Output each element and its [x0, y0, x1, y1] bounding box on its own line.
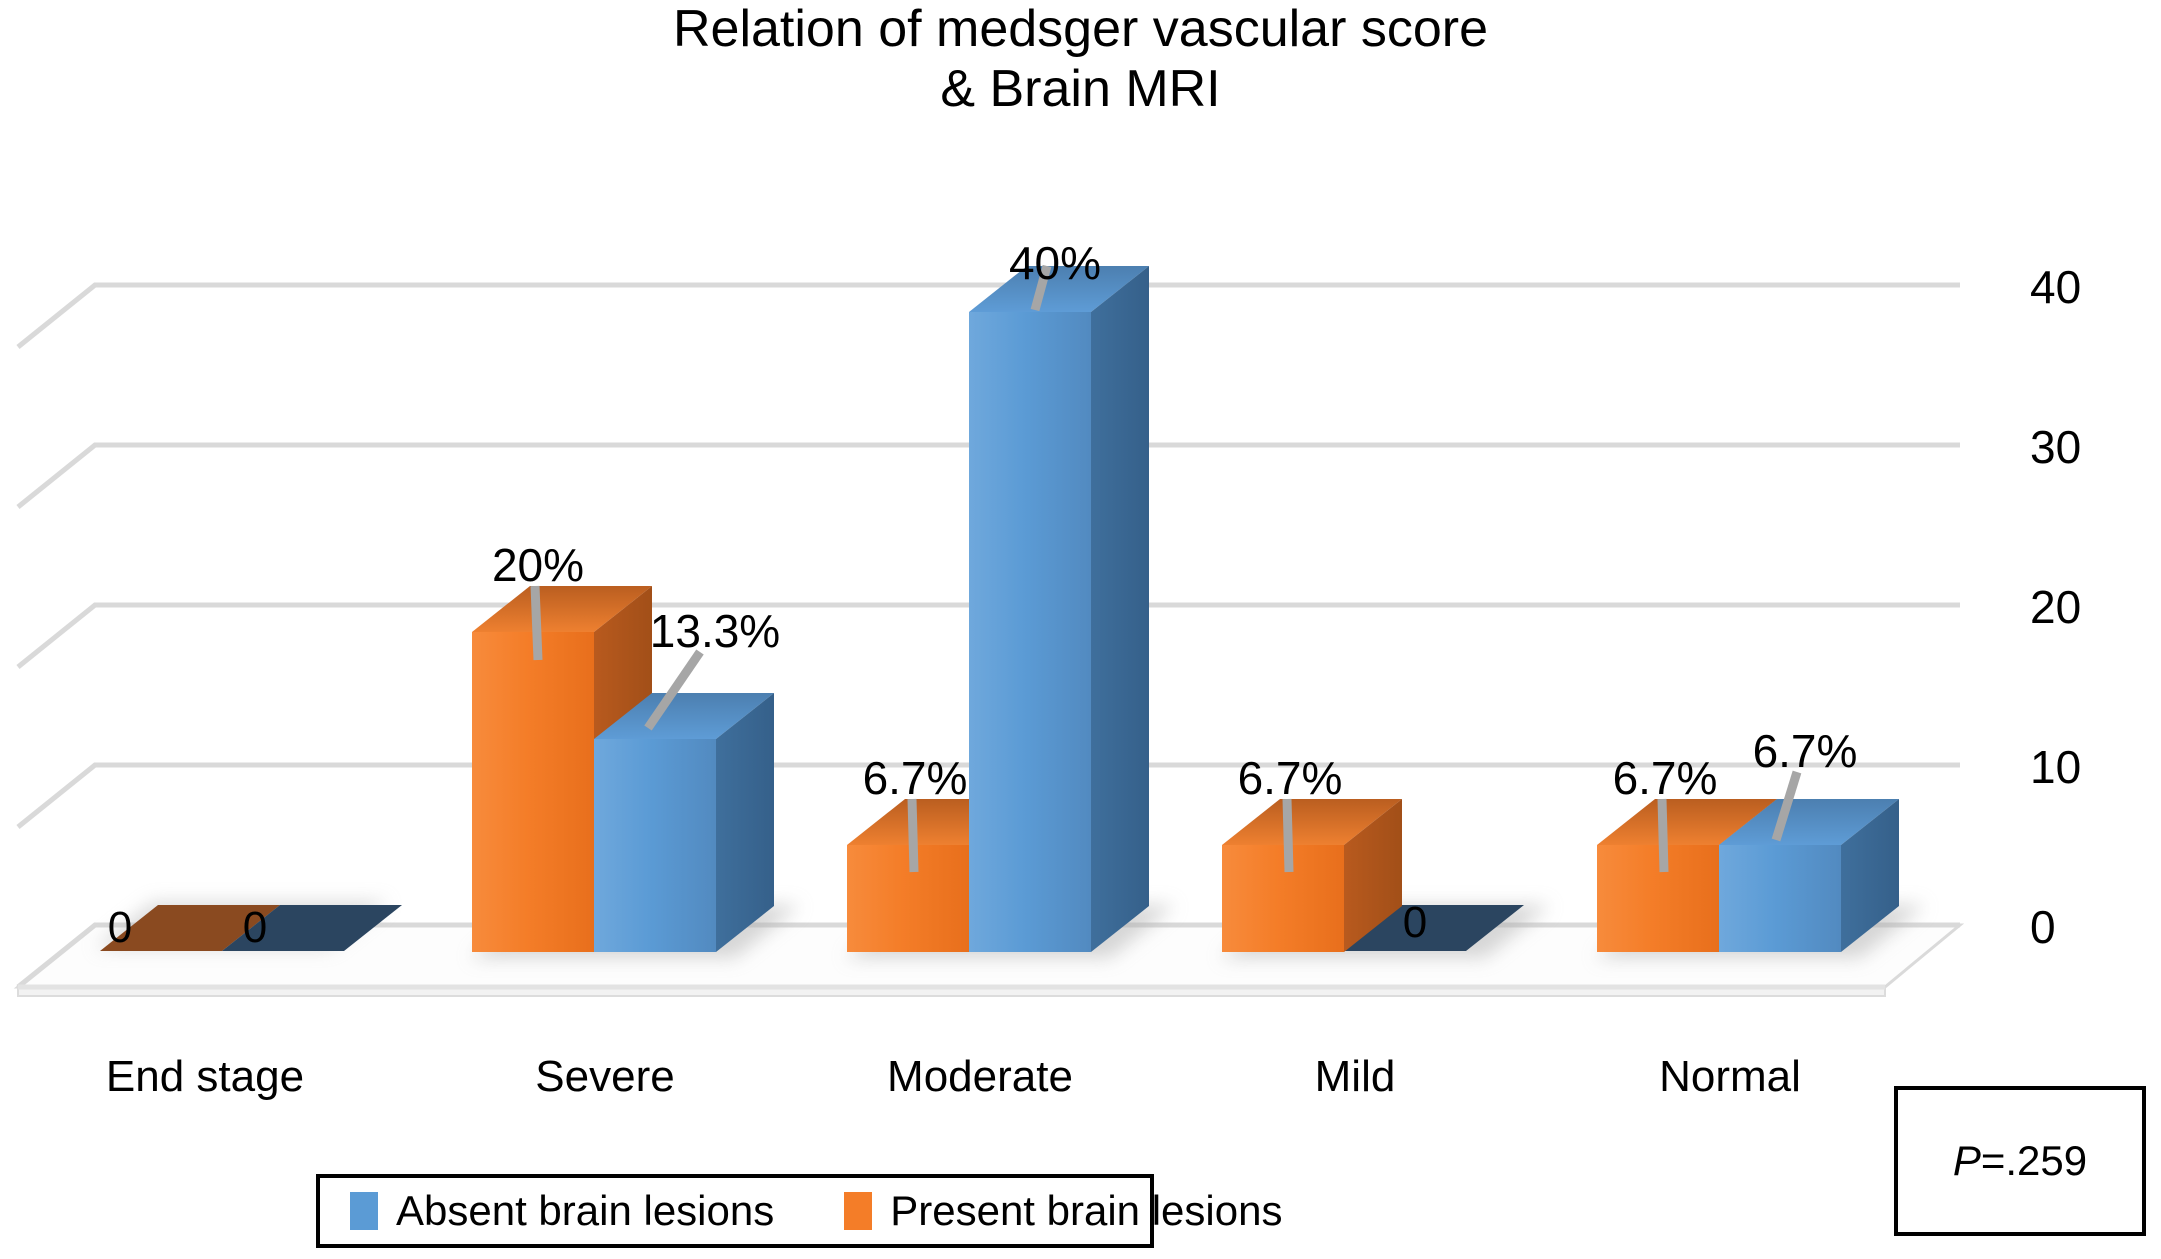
- chart-title: Relation of medsger vascular score & Bra…: [0, 0, 2161, 118]
- leader-line: [644, 649, 704, 731]
- bar-mild-absent-zero: [1344, 905, 1524, 951]
- bar-top-face: [472, 586, 652, 632]
- bar-side-face: [1344, 799, 1402, 952]
- leader-line: [1282, 798, 1294, 873]
- data-label-normal-present: 6.7%: [1612, 752, 1718, 804]
- data-label-moderate-present: 6.7%: [862, 752, 968, 804]
- data-label-mild-present: 6.7%: [1237, 752, 1343, 804]
- bar-moderate-absent: [969, 266, 1149, 952]
- gridline-20: [16, 602, 1960, 669]
- bar-front-face: [847, 845, 969, 952]
- bar-top-face: [1719, 799, 1899, 845]
- bar-group-mild: [1220, 798, 1550, 958]
- data-label-severe-absent: 13.3%: [649, 605, 781, 657]
- bar-top-face: [969, 266, 1149, 312]
- bar-group-normal: [1595, 770, 1925, 958]
- bar-front-face: [1719, 845, 1841, 952]
- x-label-normal: Normal: [1659, 1052, 1801, 1101]
- bar-front-face: [969, 312, 1091, 952]
- gridline-10: [16, 762, 1960, 829]
- bar-top-face: [594, 693, 774, 739]
- leader-line: [1030, 264, 1052, 312]
- bar-front-face: [594, 739, 716, 952]
- data-label-mild-absent: 0: [1402, 898, 1428, 947]
- gridline-30: [16, 442, 1960, 509]
- legend-label-present: Present brain lesions: [890, 1187, 1283, 1234]
- legend-item-absent[interactable]: Absent brain lesions: [350, 1178, 774, 1244]
- leader-line: [1771, 770, 1802, 842]
- bar-severe-absent: [594, 693, 774, 952]
- bar-group-end-stage: [95, 902, 402, 951]
- bar-normal-absent: [1719, 799, 1899, 952]
- data-label-moderate-absent: 40%: [1008, 237, 1102, 289]
- y-tick-10: 10: [2030, 741, 2082, 793]
- bar-side-face: [716, 693, 774, 952]
- x-label-severe: Severe: [535, 1052, 675, 1101]
- data-label-normal-absent: 6.7%: [1752, 725, 1858, 777]
- bar-mild-present: [1222, 799, 1402, 952]
- y-tick-0: 0: [2030, 901, 2056, 953]
- p-value-text: P=.259: [1953, 1140, 2087, 1182]
- data-label-end-stage-absent: 0: [242, 903, 268, 952]
- bar-top-face: [1597, 799, 1777, 845]
- p-value-number: =.259: [1980, 1137, 2088, 1184]
- legend-swatch-orange-icon: [844, 1192, 873, 1230]
- bar-end-stage-absent-zero: [222, 905, 402, 951]
- leader-line: [907, 798, 919, 873]
- legend: Absent brain lesions Present brain lesio…: [316, 1174, 1282, 1248]
- data-label-end-stage-present: 0: [107, 903, 133, 952]
- x-label-moderate: Moderate: [887, 1052, 1073, 1101]
- legend-item-present[interactable]: Present brain lesions: [844, 1178, 1282, 1244]
- chart-title-line-1: Relation of medsger vascular score: [672, 0, 1489, 58]
- leader-line: [1657, 798, 1669, 873]
- bar-front-face: [472, 632, 594, 952]
- y-tick-40: 40: [2030, 261, 2082, 313]
- data-label-severe-present: 20%: [491, 539, 585, 591]
- gridline-40: [16, 282, 1960, 349]
- legend-label-absent: Absent brain lesions: [396, 1187, 775, 1234]
- bar-front-face: [1222, 845, 1344, 952]
- bar-front-face: [1597, 845, 1719, 952]
- bar-side-face: [1841, 799, 1899, 952]
- y-tick-20: 20: [2030, 581, 2082, 633]
- legend-swatch-blue-icon: [350, 1192, 378, 1230]
- bar-end-stage-present-zero: [100, 905, 280, 951]
- x-label-end-stage: End stage: [105, 1052, 305, 1101]
- p-symbol: P: [1952, 1137, 1981, 1184]
- y-tick-30: 30: [2030, 421, 2082, 473]
- p-value-box: P=.259: [1894, 1086, 2146, 1236]
- chart-title-line-2: & Brain MRI: [940, 60, 1221, 118]
- bar-side-face: [1091, 266, 1149, 952]
- bar-group-moderate: [845, 264, 1175, 958]
- x-label-mild: Mild: [1314, 1052, 1396, 1101]
- bar-group-severe: [470, 585, 800, 958]
- leader-line: [530, 585, 543, 661]
- bar-top-face: [1222, 799, 1402, 845]
